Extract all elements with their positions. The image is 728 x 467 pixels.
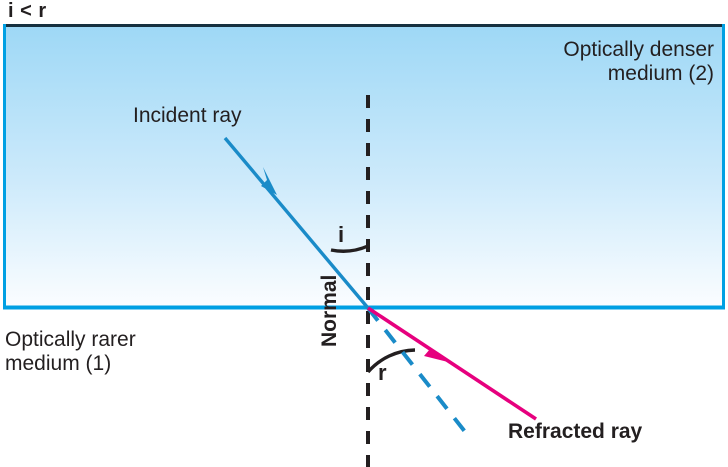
angle-of-refraction-label: r <box>378 360 387 385</box>
incident-ray-label: Incident ray <box>133 104 242 127</box>
incident-ray-arrowhead <box>261 167 277 195</box>
denser-medium-region <box>5 26 723 307</box>
angle-of-refraction-arc <box>366 348 416 374</box>
refracted-ray-line <box>367 306 537 421</box>
angle-of-incidence-label: i <box>338 222 345 247</box>
angle-of-incidence-arc <box>330 244 369 253</box>
normal-label: Normal <box>318 274 341 347</box>
refracted-ray-arrowhead <box>422 342 448 362</box>
incident-ray-line <box>223 136 370 310</box>
inequality-title: i < r <box>8 0 47 22</box>
refracted-ray-label: Refracted ray <box>508 420 643 443</box>
rarer-medium-label: Optically rarer medium (1) <box>5 328 136 376</box>
denser-medium-label: Optically denser medium (2) <box>563 38 714 86</box>
